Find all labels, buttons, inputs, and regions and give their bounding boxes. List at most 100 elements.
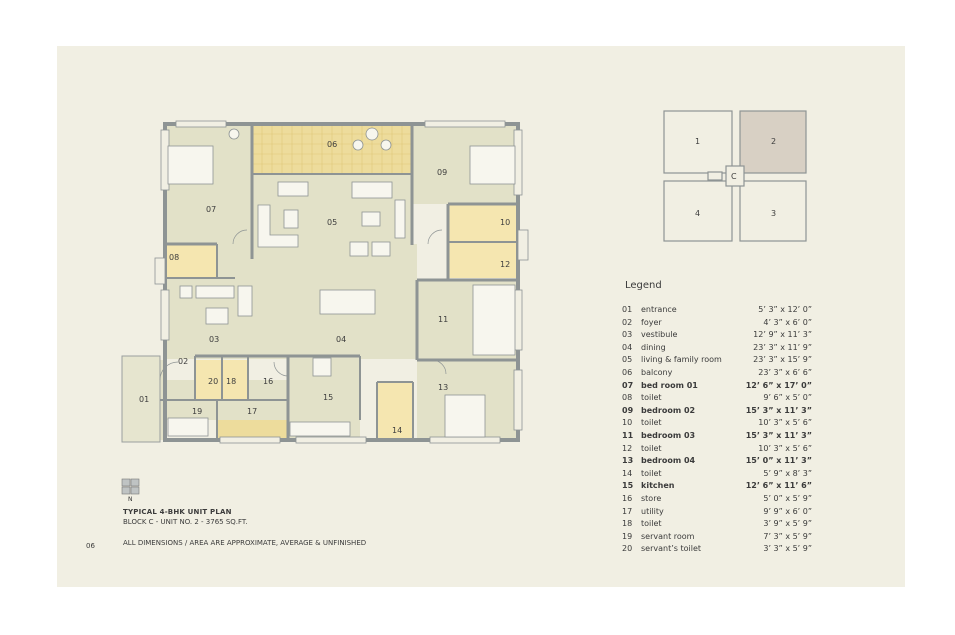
legend-number: 01 bbox=[622, 305, 633, 314]
legend-dimension: 5’ 3” x 12’ 0” bbox=[758, 305, 812, 314]
legend-number: 13 bbox=[622, 456, 634, 466]
room-label: 07 bbox=[206, 205, 216, 214]
room-label: 01 bbox=[139, 395, 149, 404]
legend-number: 07 bbox=[622, 380, 634, 390]
legend-room-name: toilet bbox=[641, 443, 662, 453]
legend-dimension: 15’ 0” x 11’ 3” bbox=[745, 456, 812, 466]
legend-number: 09 bbox=[622, 405, 634, 415]
legend-number: 02 bbox=[622, 317, 633, 327]
key-unit-label: 3 bbox=[771, 209, 776, 218]
room-label: 03 bbox=[209, 335, 219, 344]
room-label: 12 bbox=[500, 260, 510, 269]
legend-number: 17 bbox=[622, 506, 633, 516]
legend-number: 03 bbox=[622, 330, 633, 340]
legend-number: 12 bbox=[622, 443, 633, 453]
legend-dimension: 10’ 3” x 5’ 6” bbox=[758, 418, 812, 428]
room-label: 13 bbox=[438, 383, 448, 392]
north-label: N bbox=[128, 496, 133, 502]
legend-room-name: servant room bbox=[641, 531, 695, 541]
legend-dimension: 3’ 3” x 5’ 9” bbox=[763, 544, 812, 554]
legend-number: 20 bbox=[622, 544, 633, 554]
room-labels: 01 02 03 04 05 06 07 08 09 10 11 12 13 1… bbox=[139, 140, 510, 435]
page-number: 06 bbox=[86, 542, 95, 550]
legend-row: 04 dining 23’ 3” x 11’ 9” bbox=[622, 342, 812, 355]
key-unit-label: 2 bbox=[771, 137, 776, 146]
legend-dimension: 10’ 3” x 5’ 6” bbox=[758, 443, 812, 453]
legend-room-name: dining bbox=[641, 342, 666, 352]
legend-number: 14 bbox=[622, 468, 633, 478]
legend-room-name: toilet bbox=[641, 519, 662, 529]
room-label: 17 bbox=[247, 407, 257, 416]
legend-room-name: entrance bbox=[641, 305, 677, 314]
legend-number: 18 bbox=[622, 519, 633, 529]
plan-title: TYPICAL 4-BHK UNIT PLAN bbox=[123, 508, 232, 516]
legend-number: 16 bbox=[622, 493, 633, 503]
wet-areas bbox=[165, 204, 518, 438]
key-unit-label: 4 bbox=[695, 209, 700, 218]
key-plan-labels: 1 2 4 3 C bbox=[695, 137, 776, 218]
legend-dimension: 15’ 3” x 11’ 3” bbox=[745, 405, 812, 415]
utility-floor bbox=[217, 420, 287, 438]
balcony-tile-grid bbox=[252, 124, 412, 174]
legend-number: 04 bbox=[622, 342, 633, 352]
room-label: 18 bbox=[226, 377, 236, 386]
room-label: 14 bbox=[392, 426, 402, 435]
room-label: 10 bbox=[500, 218, 510, 227]
beds bbox=[167, 145, 516, 438]
legend-room-name: toilet bbox=[641, 393, 662, 403]
legend-room-name: utility bbox=[641, 506, 664, 516]
room-label: 20 bbox=[208, 377, 218, 386]
legend-number: 06 bbox=[622, 367, 633, 377]
legend-dimension: 5’ 9” x 8’ 3” bbox=[763, 468, 812, 478]
legend-room-name: kitchen bbox=[641, 481, 675, 491]
legend-row: 12 toilet 10’ 3” x 5’ 6” bbox=[622, 443, 812, 456]
room-label: 11 bbox=[438, 315, 448, 324]
legend-title: Legend bbox=[625, 280, 662, 291]
door-swings bbox=[159, 229, 447, 381]
key-unit-label: 1 bbox=[695, 137, 700, 146]
legend-row: 01 entrance 5’ 3” x 12’ 0” bbox=[622, 304, 812, 317]
legend-dimension: 9’ 9” x 6’ 0” bbox=[763, 506, 812, 516]
legend-row: 17 utility 9’ 9” x 6’ 0” bbox=[622, 506, 812, 519]
legend-dimension: 23’ 3” x 15’ 9” bbox=[753, 355, 812, 365]
legend-room-name: toilet bbox=[641, 468, 662, 478]
room-label: 04 bbox=[336, 335, 346, 344]
plan-subtitle: BLOCK C - UNIT NO. 2 - 3765 SQ.FT. bbox=[123, 518, 248, 526]
living-furniture bbox=[179, 181, 406, 437]
room-label: 09 bbox=[437, 168, 447, 177]
legend-dimension: 12’ 6” x 11’ 6” bbox=[745, 481, 812, 491]
room-label: 19 bbox=[192, 407, 202, 416]
windows bbox=[154, 120, 529, 444]
north-arrow: N bbox=[121, 478, 141, 503]
key-plan bbox=[663, 110, 807, 242]
legend-dimension: 12’ 9” x 11’ 3” bbox=[753, 330, 812, 340]
legend-row: 18 toilet 3’ 9” x 5’ 9” bbox=[622, 518, 812, 531]
legend-dimension: 15’ 3” x 11’ 3” bbox=[745, 430, 812, 440]
legend-dimension: 3’ 9” x 5’ 9” bbox=[763, 519, 812, 529]
legend-room-name: bedroom 02 bbox=[641, 405, 696, 415]
legend-number: 05 bbox=[622, 355, 633, 365]
legend-room-name: store bbox=[641, 493, 662, 503]
room-label: 06 bbox=[327, 140, 337, 149]
legend-number: 15 bbox=[622, 481, 634, 491]
legend-row: 15 kitchen 12’ 6” x 11’ 6” bbox=[622, 480, 812, 493]
legend-row: 14 toilet 5’ 9” x 8’ 3” bbox=[622, 468, 812, 481]
room-label: 05 bbox=[327, 218, 337, 227]
legend-dimension: 23’ 3” x 11’ 9” bbox=[753, 342, 812, 352]
room-label: 16 bbox=[263, 377, 273, 386]
legend-row: 09 bedroom 02 15’ 3” x 11’ 3” bbox=[622, 405, 812, 418]
legend-dimension: 7’ 3” x 5’ 9” bbox=[763, 531, 812, 541]
balcony-chairs bbox=[228, 127, 392, 151]
legend-dimension: 4’ 3” x 6’ 0” bbox=[763, 317, 812, 327]
room-label: 15 bbox=[323, 393, 333, 402]
disclaimer-text: ALL DIMENSIONS / AREA ARE APPROXIMATE, A… bbox=[123, 539, 367, 547]
